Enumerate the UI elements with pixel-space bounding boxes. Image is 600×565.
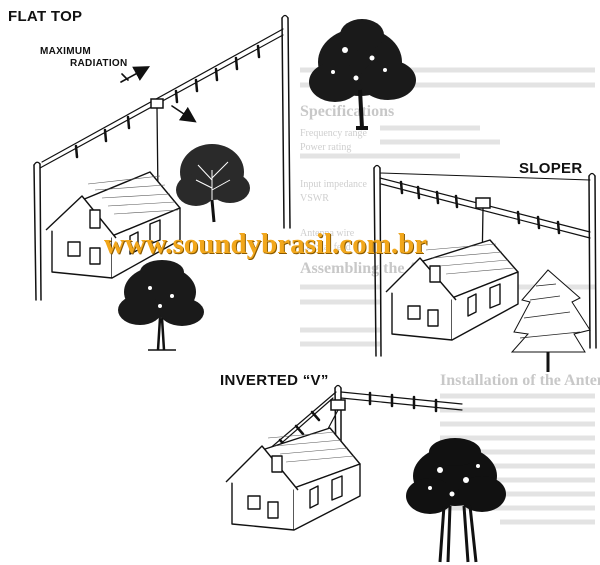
- left-pole: [373, 167, 382, 357]
- background-line: Frequency range: [300, 128, 367, 139]
- background-line: Antenna wire: [300, 228, 355, 239]
- maximum-label: MAXIMUM: [40, 46, 91, 57]
- flat-top-label: FLAT TOP: [8, 8, 83, 25]
- radiation-arrow-right: [171, 105, 197, 123]
- flat-top-antenna: [33, 14, 291, 301]
- background-line: VSWR: [300, 193, 329, 204]
- background-heading: Installation of the Antenna: [440, 372, 600, 389]
- insulators: [74, 44, 261, 159]
- background-text-lines: [300, 67, 595, 525]
- tree-bottom-right: [406, 438, 506, 563]
- background-line: Coaxial feed: [300, 242, 351, 253]
- house-inverted-v: [225, 427, 361, 531]
- left-pole: [33, 163, 42, 301]
- center-balun: [150, 98, 164, 109]
- background-line: Power rating: [300, 142, 352, 153]
- radiation-label: RADIATION: [70, 58, 128, 69]
- tree-right-sloper: [510, 269, 591, 372]
- tree-top-center: [309, 19, 416, 130]
- house-sloper: [385, 239, 519, 341]
- center-balun: [330, 399, 346, 411]
- insulators: [399, 180, 561, 235]
- house-flat-top: [45, 171, 181, 279]
- sloper-antenna: [373, 164, 597, 357]
- inverted-v-label: INVERTED “V”: [220, 372, 329, 389]
- background-heading: Specifications: [300, 103, 395, 120]
- support-rope: [379, 172, 591, 181]
- sloper-label: SLOPER: [519, 160, 583, 177]
- right-pole: [588, 175, 597, 349]
- watermark-url: www.soundybrasil.com.br: [104, 228, 428, 260]
- right-leg-wire: [340, 391, 463, 405]
- background-line: Input impedance: [300, 179, 367, 190]
- tree-lower-left: [118, 260, 204, 351]
- tree-right-of-flat-top-house: [176, 144, 250, 223]
- radiation-arrow-left: [120, 70, 143, 83]
- center-balun: [475, 197, 491, 209]
- right-pole: [281, 17, 291, 229]
